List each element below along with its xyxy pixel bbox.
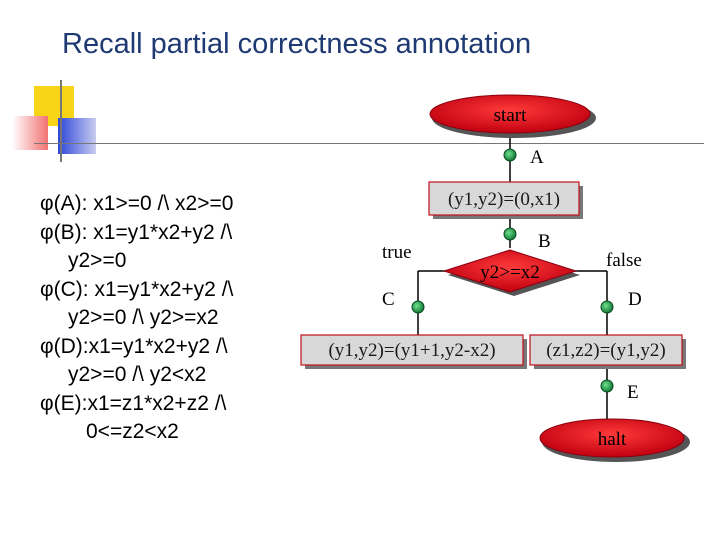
false-label: false <box>606 250 642 271</box>
point-a-label: A <box>530 147 544 168</box>
phi-symbol: φ <box>40 277 54 301</box>
annotation-line: φ(B): x1=y1*x2+y2 /\ <box>40 219 233 248</box>
annotation-line: φ(D):x1=y1*x2+y2 /\ <box>40 333 233 362</box>
annotation-text: 0<=z2<x2 <box>86 420 179 443</box>
point-e-label: E <box>627 382 639 403</box>
point-b-marker <box>503 227 517 241</box>
annotation-line: φ(A): x1>=0 /\ x2>=0 <box>40 190 233 219</box>
assign3-box: (z1,z2)=(y1,y2) <box>529 334 686 369</box>
halt-label: halt <box>598 429 627 450</box>
point-c-marker <box>411 300 425 314</box>
phi-symbol: φ <box>40 192 54 215</box>
halt-terminal: halt <box>539 418 690 462</box>
phi-symbol: φ <box>40 391 54 415</box>
assign2-label: (y1,y2)=(y1+1,y2-x2) <box>328 340 495 361</box>
annotation-line: y2>=0 /\ y2<x2 <box>40 361 233 390</box>
annotation-line: 0<=z2<x2 <box>40 418 233 447</box>
annotation-line: φ(E):x1=z1*x2+z2 /\ <box>40 390 233 419</box>
annotation-text: (B): x1=y1*x2+y2 /\ <box>53 220 233 244</box>
annotation-list: φ(A): x1>=0 /\ x2>=0 φ(B): x1=y1*x2+y2 /… <box>40 190 233 447</box>
annotation-text: y2>=0 /\ y2>=x2 <box>68 306 219 329</box>
start-label: start <box>494 105 527 126</box>
annotation-text: (A): x1>=0 /\ x2>=0 <box>53 192 234 215</box>
start-terminal: start <box>429 94 596 138</box>
point-d-label: D <box>628 289 642 310</box>
annotation-line: y2>=0 /\ y2>=x2 <box>40 304 233 333</box>
annotation-line: φ(C): x1=y1*x2+y2 /\ <box>40 276 233 305</box>
annotation-text: (E):x1=z1*x2+z2 /\ <box>53 391 227 415</box>
assign1-box: (y1,y2)=(0,x1) <box>428 181 583 219</box>
assign3-label: (z1,z2)=(y1,y2) <box>546 340 665 361</box>
true-label: true <box>382 242 412 263</box>
annotation-line: y2>=0 <box>40 247 233 276</box>
slide-title: Recall partial correctness annotation <box>62 28 532 60</box>
point-e-marker <box>600 379 614 393</box>
annotation-text: y2>=0 <box>68 249 127 272</box>
deco-vertical-line <box>60 80 62 162</box>
annotation-text: (D):x1=y1*x2+y2 /\ <box>53 334 228 358</box>
phi-symbol: φ <box>40 334 54 358</box>
decision-label: y2>=x2 <box>480 262 539 283</box>
point-b-label: B <box>538 231 551 252</box>
deco-horizontal-line <box>34 143 704 144</box>
deco-blue-block <box>58 118 96 154</box>
annotation-text: (C): x1=y1*x2+y2 /\ <box>53 277 234 301</box>
phi-symbol: φ <box>40 220 54 244</box>
assign2-box: (y1,y2)=(y1+1,y2-x2) <box>300 334 527 369</box>
decision-diamond: y2>=x2 <box>442 249 580 296</box>
point-c-label: C <box>382 289 395 310</box>
deco-red-block <box>12 116 48 150</box>
annotation-text: y2>=0 /\ y2<x2 <box>68 363 207 386</box>
point-d-marker <box>600 300 614 314</box>
point-a-marker <box>503 148 517 162</box>
assign1-label: (y1,y2)=(0,x1) <box>448 189 560 210</box>
